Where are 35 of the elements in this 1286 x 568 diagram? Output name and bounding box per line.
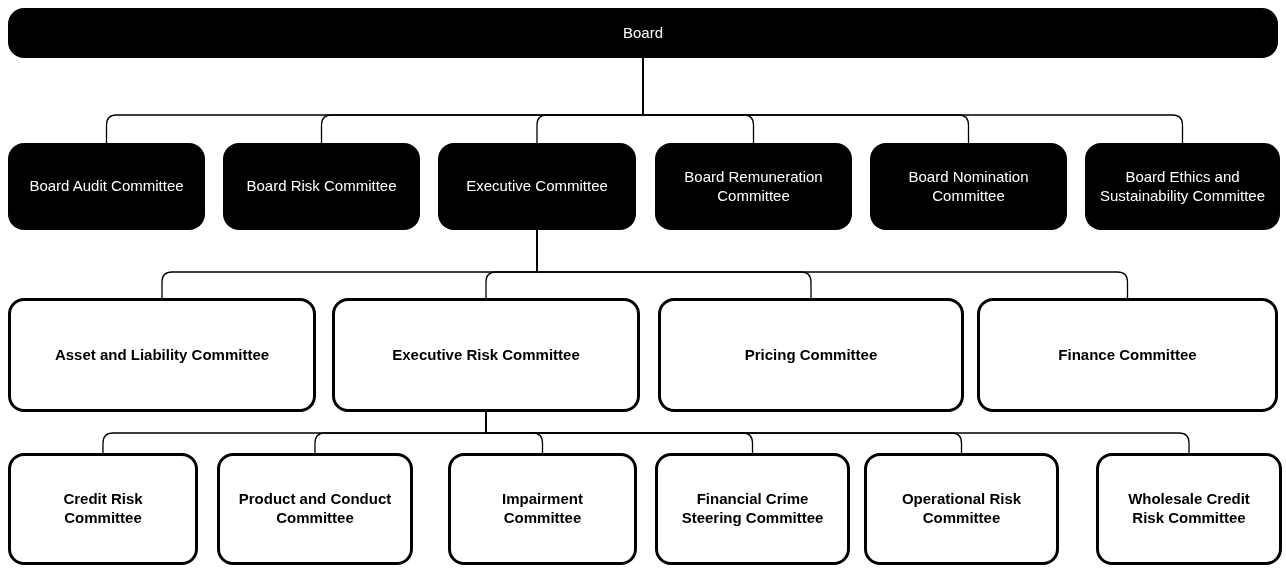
committee-name: Product and Conduct Committee [237,490,393,528]
committee-box [217,453,413,565]
committee-box [8,298,316,412]
committee-box [655,453,850,565]
committee-name: Board Audit Committee [29,177,184,196]
committee-box [8,143,205,230]
committee-name: Pricing Committee [744,345,878,365]
committee-name: Operational Risk Committee [900,490,1023,528]
committee-name: Finance Committee [1058,345,1197,365]
connector-line [536,229,1129,299]
committee-box [332,298,640,412]
committee-box [655,143,852,230]
committee-name: Asset and Liability Committee [54,345,270,365]
committee-name: Board Risk Committee [246,177,397,196]
committee-name: Board Nomination Committee [907,167,1030,206]
committee-box [8,453,198,565]
committee-box [448,453,637,565]
committee-box [1085,143,1280,230]
committee-box [223,143,420,230]
committee-name: Financial Crime Steering Committee [680,490,825,528]
committee-name: Credit Risk Committee [62,490,144,528]
committee-box [658,298,964,412]
committee-box [8,8,1278,58]
committee-box [870,143,1067,230]
committee-name: Board [623,23,663,43]
committee-name: Executive Committee [466,177,608,196]
committee-name: Executive Risk Committee [392,345,580,365]
committee-box [864,453,1059,565]
committee-name: Board Remuneration Committee [683,167,824,206]
committee-name: Wholesale Credit Risk Committee [1127,490,1251,528]
committee-name: Impairment Committee [501,490,584,528]
committee-name: Board Ethics and Sustainability Committee [1098,167,1267,206]
committee-box [977,298,1278,412]
committee-box [1096,453,1282,565]
committee-box [438,143,636,230]
